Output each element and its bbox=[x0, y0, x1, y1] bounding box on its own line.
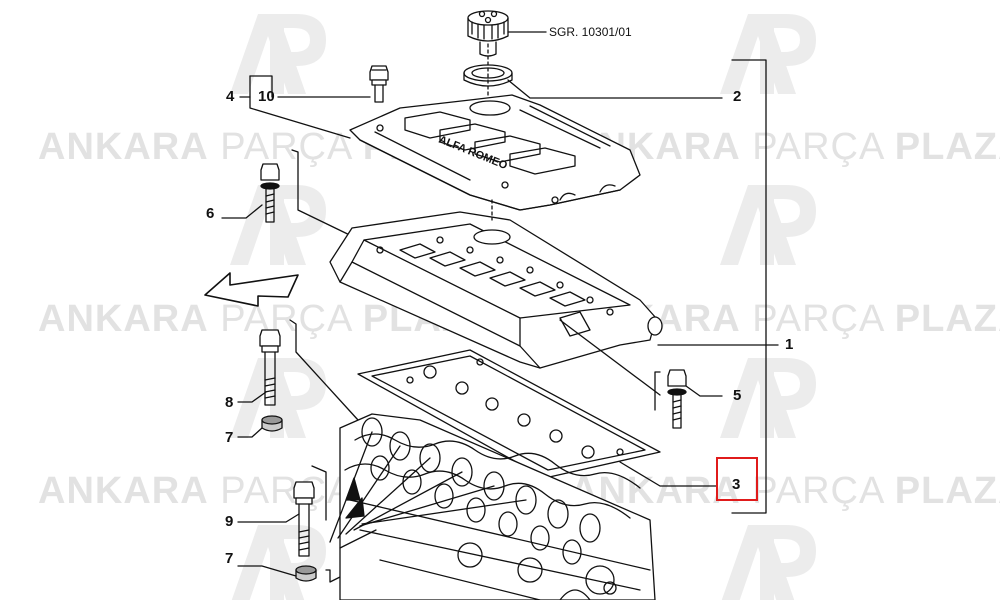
leader-4 bbox=[249, 75, 351, 139]
leader-8 bbox=[237, 391, 267, 403]
highlight-box-3[interactable] bbox=[716, 457, 758, 501]
bracket-6 bbox=[291, 149, 361, 241]
screw-5 bbox=[667, 369, 687, 429]
leader-6 bbox=[221, 204, 263, 219]
callout-8[interactable]: 8 bbox=[225, 394, 234, 411]
callout-10[interactable]: 10 bbox=[258, 88, 275, 105]
callout-9[interactable]: 9 bbox=[225, 513, 234, 530]
screw-10 bbox=[369, 65, 389, 103]
bolt-8 bbox=[259, 329, 281, 406]
leader-3 bbox=[619, 461, 717, 487]
bolt-9 bbox=[293, 481, 315, 557]
leader-7-upper bbox=[237, 427, 263, 438]
oil-filler-cap bbox=[467, 10, 509, 57]
bracket-9 bbox=[311, 465, 327, 521]
bracket-5 bbox=[654, 371, 661, 411]
watermark-logo-7 bbox=[230, 525, 326, 600]
callout-6[interactable]: 6 bbox=[206, 205, 215, 222]
leader-5 bbox=[685, 385, 723, 397]
reference-label: SGR. 10301/01 bbox=[549, 25, 632, 39]
cover-gasket bbox=[357, 349, 661, 479]
watermark-logo-3 bbox=[230, 185, 326, 265]
arrowhead-2 bbox=[345, 497, 365, 519]
callout-1[interactable]: 1 bbox=[785, 336, 794, 353]
camshaft-pointers bbox=[329, 431, 527, 549]
callout-7-upper[interactable]: 7 bbox=[225, 429, 234, 446]
bracket-4-10 bbox=[249, 75, 273, 98]
engine-cover bbox=[349, 94, 641, 211]
bracket-8 bbox=[289, 319, 359, 421]
watermark-logo-1 bbox=[230, 14, 326, 94]
bracket-1 bbox=[731, 59, 767, 514]
watermark-logo-2 bbox=[720, 14, 816, 94]
leader-9 bbox=[237, 513, 300, 523]
arrowhead-1 bbox=[345, 477, 361, 501]
washer-7-lower bbox=[295, 565, 317, 582]
callout-5[interactable]: 5 bbox=[733, 387, 742, 404]
callout-3[interactable]: 3 bbox=[732, 476, 741, 493]
watermark-logo-4 bbox=[720, 185, 816, 265]
leader-2 bbox=[507, 79, 723, 99]
washer-7-upper bbox=[261, 415, 283, 432]
leader-cover-to-5 bbox=[559, 319, 661, 396]
callout-4[interactable]: 4 bbox=[226, 88, 235, 105]
callout-2[interactable]: 2 bbox=[733, 88, 742, 105]
watermark-logo-8 bbox=[720, 525, 816, 600]
leader-7-lower bbox=[237, 565, 297, 577]
callout-7-lower[interactable]: 7 bbox=[225, 550, 234, 567]
cylinder-head-cover bbox=[329, 211, 663, 369]
direction-arrow bbox=[204, 272, 299, 307]
screw-6 bbox=[260, 163, 280, 223]
cylinder-head bbox=[339, 413, 656, 600]
